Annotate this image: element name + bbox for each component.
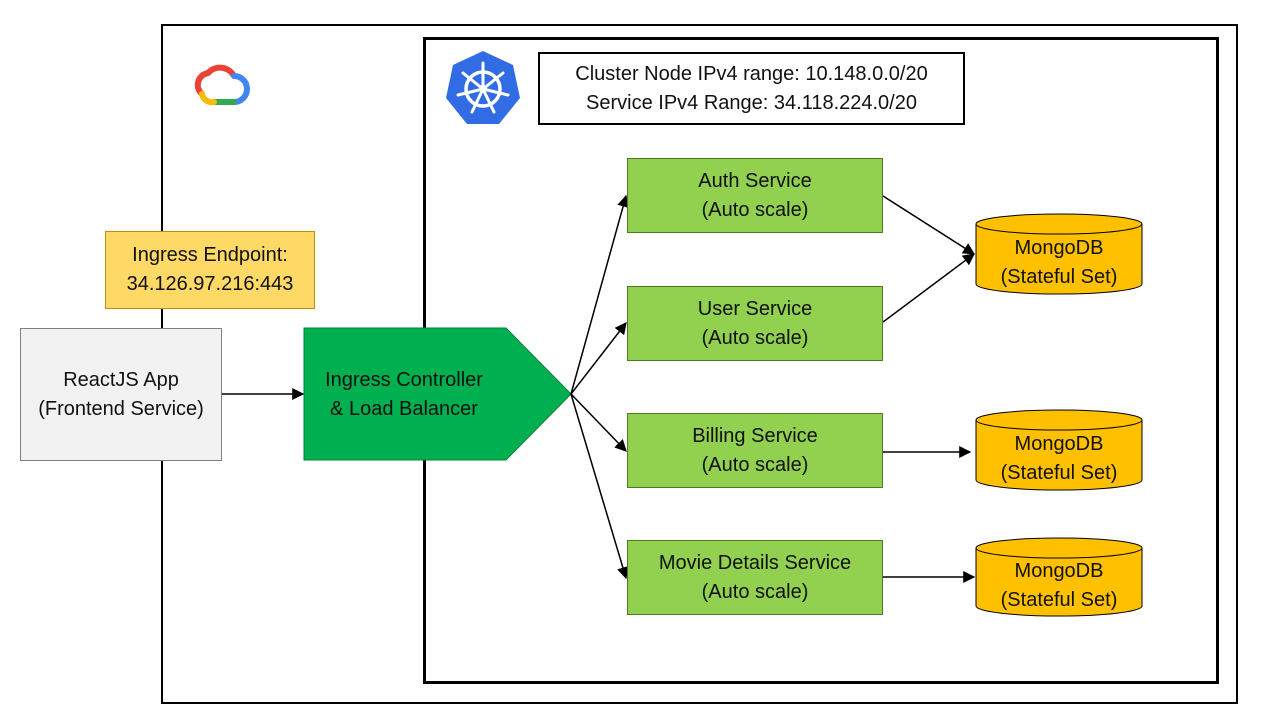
ingress-controller: Ingress Controller & Load Balancer [304,328,504,461]
kubernetes-icon [446,51,520,124]
frontend-service: ReactJS App (Frontend Service) [20,328,222,461]
arrow-auth-to-db [882,195,976,255]
auth-service: Auth Service (Auto scale) [627,158,883,233]
arrow-ingress-to-auth [570,194,629,395]
mongodb-cylinder-movie [975,537,1143,617]
service-name: Billing Service [692,424,818,447]
db-name: MongoDB [1014,433,1104,455]
user-service: User Service (Auto scale) [627,286,883,361]
ingress-controller-name: Ingress Controller [325,368,483,391]
service-name: User Service [697,297,813,320]
db-sub: (Stateful Set) [1000,266,1118,288]
mongodb-movie: MongoDB (Stateful Set) [975,551,1143,621]
ingress-controller-shape [303,327,572,461]
arrow-ingress-to-user [570,322,627,395]
ingress-controller-sub: & Load Balancer [330,397,478,420]
ingress-endpoint: Ingress Endpoint: 34.126.97.216:443 [105,231,315,309]
ingress-endpoint-label: Ingress Endpoint: [132,244,288,266]
service-name: Movie Details Service [658,551,852,574]
db-sub: (Stateful Set) [1000,589,1118,611]
billing-service: Billing Service (Auto scale) [627,413,883,488]
google-cloud-icon [194,64,250,106]
frontend-sub: (Frontend Service) [38,397,204,420]
db-sub: (Stateful Set) [1000,462,1118,484]
arrow-ingress-to-billing [570,393,627,452]
mongodb-cylinder-billing [975,409,1143,491]
db-name: MongoDB [1014,560,1104,582]
mongodb-billing: MongoDB (Stateful Set) [975,424,1143,494]
cluster-node-range: Cluster Node IPv4 range: 10.148.0.0/20 [575,62,928,85]
service-sub: (Auto scale) [701,198,809,221]
service-sub: (Auto scale) [701,453,809,476]
service-name: Auth Service [698,169,812,192]
db-name: MongoDB [1014,237,1104,259]
movie-details-service: Movie Details Service (Auto scale) [627,540,883,615]
arrow-ingress-to-movie [570,393,629,580]
ingress-endpoint-address: 34.126.97.216:443 [126,273,294,295]
service-sub: (Auto scale) [701,580,809,603]
service-sub: (Auto scale) [701,326,809,349]
arrow-user-to-db [882,253,975,323]
service-ip-range: Service IPv4 Range: 34.118.224.0/20 [586,91,917,114]
cluster-ip-ranges: Cluster Node IPv4 range: 10.148.0.0/20 S… [538,52,965,125]
mongodb-auth-user: MongoDB (Stateful Set) [975,228,1143,298]
mongodb-cylinder-auth-user [975,213,1143,295]
frontend-name: ReactJS App [63,368,179,391]
